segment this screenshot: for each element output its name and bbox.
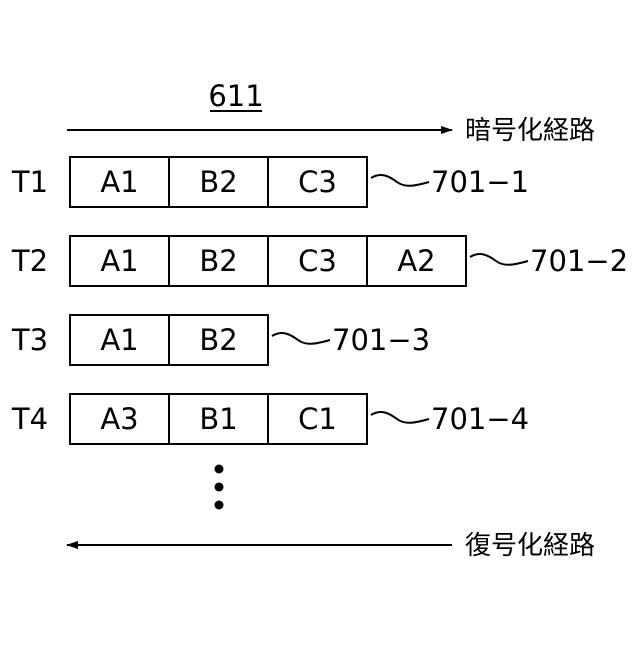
packet-cell-label: B2 bbox=[199, 244, 237, 278]
packet-cell-label: C3 bbox=[298, 165, 337, 199]
ellipsis-dot bbox=[215, 483, 224, 492]
packet-cell-label: A1 bbox=[100, 244, 138, 278]
packet-ref-label: 701−4 bbox=[431, 402, 529, 436]
encryption-path-label: 暗号化経路 bbox=[465, 116, 595, 146]
packet-cell-label: A1 bbox=[100, 323, 138, 357]
packet-row: T3 A1 B2 701−3 bbox=[11, 315, 430, 365]
leader-line bbox=[371, 175, 429, 186]
leader-line bbox=[470, 254, 528, 265]
packet-cell-label: B2 bbox=[199, 323, 237, 357]
time-label: T4 bbox=[11, 402, 48, 436]
packet-cell-label: B2 bbox=[199, 165, 237, 199]
packet-ref-label: 701−1 bbox=[431, 165, 529, 199]
ellipsis-dot bbox=[215, 501, 224, 510]
leader-line bbox=[272, 333, 330, 344]
packet-row: T1 A1 B2 C3 701−1 bbox=[11, 157, 529, 207]
packet-row: T2 A1 B2 C3 A2 701−2 bbox=[11, 236, 628, 286]
packet-cell-label: C1 bbox=[298, 402, 337, 436]
packet-cell-label: A3 bbox=[100, 402, 138, 436]
packet-cell-label: C3 bbox=[298, 244, 337, 278]
leader-line bbox=[371, 412, 429, 423]
packet-row: T4 A3 B1 C1 701−4 bbox=[11, 394, 529, 444]
ref-label-611: 611 bbox=[208, 79, 263, 113]
time-label: T2 bbox=[11, 244, 48, 278]
time-label: T1 bbox=[11, 165, 48, 199]
packet-ref-label: 701−3 bbox=[332, 323, 430, 357]
decryption-path-label: 復号化経路 bbox=[465, 531, 595, 561]
time-label: T3 bbox=[11, 323, 48, 357]
ellipsis-dot bbox=[215, 465, 224, 474]
packet-cell-label: A1 bbox=[100, 165, 138, 199]
packet-rows: T1A1B2C3701−1T2A1B2C3A2701−2T3A1B2701−3T… bbox=[11, 157, 628, 444]
packet-cell-label: B1 bbox=[199, 402, 237, 436]
packet-ref-label: 701−2 bbox=[530, 244, 628, 278]
packet-cell-label: A2 bbox=[397, 244, 435, 278]
